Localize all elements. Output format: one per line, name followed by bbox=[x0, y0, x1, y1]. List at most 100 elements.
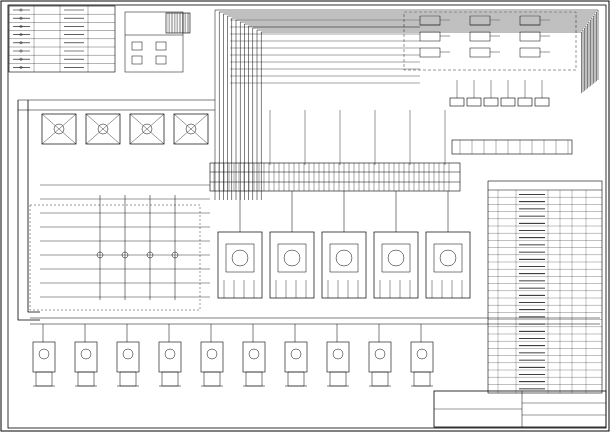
legend-symbol bbox=[19, 66, 23, 69]
pump-base bbox=[371, 371, 389, 387]
terminal-unit bbox=[519, 15, 541, 26]
valve-box bbox=[131, 55, 143, 65]
valve-station-frame bbox=[124, 11, 184, 73]
pipe-run bbox=[223, 13, 596, 200]
terminal-units-group bbox=[403, 11, 577, 155]
pipe-run bbox=[248, 25, 587, 200]
pipe-run bbox=[231, 17, 593, 200]
terminal-unit bbox=[469, 47, 491, 58]
pump-impeller bbox=[164, 348, 176, 360]
pipe-run bbox=[252, 27, 585, 200]
left-return-pipe bbox=[27, 100, 40, 313]
pump-impeller bbox=[374, 348, 386, 360]
chiller-unit bbox=[217, 231, 263, 299]
pump-units bbox=[32, 324, 434, 387]
equipment-table bbox=[487, 180, 603, 394]
ceiling-terminal-unit bbox=[500, 97, 516, 107]
pump-base bbox=[413, 371, 431, 387]
tower-fan bbox=[141, 123, 153, 135]
pump-unit bbox=[326, 341, 350, 373]
pump-base bbox=[245, 371, 263, 387]
air-handling-unit bbox=[451, 139, 573, 155]
pipe-run bbox=[227, 15, 594, 200]
legend-symbol bbox=[19, 49, 23, 53]
pump-impeller bbox=[248, 348, 260, 360]
tower-fan bbox=[185, 123, 197, 135]
chiller-unit bbox=[321, 231, 367, 299]
pump-symbol bbox=[96, 251, 104, 259]
pipe-run bbox=[256, 29, 584, 200]
tower-fill bbox=[41, 113, 77, 145]
legend-symbol bbox=[19, 16, 23, 20]
valve-station bbox=[124, 11, 184, 73]
cooling-tower bbox=[173, 113, 209, 145]
pump-unit bbox=[410, 341, 434, 373]
ceiling-terminal-unit bbox=[466, 97, 482, 107]
tower-fill bbox=[85, 113, 121, 145]
terminal-unit bbox=[419, 31, 441, 42]
terminal-unit bbox=[469, 31, 491, 42]
pump-base bbox=[35, 371, 53, 387]
chiller-evaporator bbox=[387, 249, 405, 267]
tower-fan bbox=[53, 123, 65, 135]
pipe-run bbox=[260, 31, 582, 200]
chiller-compressor bbox=[433, 243, 463, 273]
pump-symbol bbox=[171, 251, 179, 259]
legend-table bbox=[8, 5, 116, 73]
legend-symbol bbox=[19, 41, 23, 45]
cooling-towers bbox=[41, 113, 209, 145]
legend-symbol bbox=[19, 33, 23, 36]
pump-unit bbox=[200, 341, 224, 373]
pump-unit bbox=[368, 341, 392, 373]
pump-impeller bbox=[206, 348, 218, 360]
left-main-pipe bbox=[17, 100, 40, 321]
coil-unit bbox=[165, 12, 191, 34]
chiller-evaporator bbox=[283, 249, 301, 267]
tower-fill bbox=[129, 113, 165, 145]
distribution-headers bbox=[209, 162, 461, 192]
chiller-evaporator bbox=[231, 249, 249, 267]
pipe-run bbox=[214, 9, 599, 200]
terminal-unit bbox=[519, 31, 541, 42]
chiller-unit bbox=[373, 231, 419, 299]
pump-impeller bbox=[122, 348, 134, 360]
title-block bbox=[433, 390, 607, 428]
pump-unit bbox=[32, 341, 56, 373]
pump-impeller bbox=[332, 348, 344, 360]
cooling-tower bbox=[41, 113, 77, 145]
pump-impeller bbox=[38, 348, 50, 360]
pump-unit bbox=[158, 341, 182, 373]
inner-border bbox=[7, 4, 607, 429]
legend-symbol bbox=[19, 8, 23, 12]
pump-symbol bbox=[121, 251, 129, 259]
distribution-header-frame bbox=[209, 162, 461, 192]
pump-unit bbox=[242, 341, 266, 373]
pump-impeller bbox=[290, 348, 302, 360]
pump-unit bbox=[74, 341, 98, 373]
cooling-tower bbox=[85, 113, 121, 145]
legend-frame bbox=[8, 5, 116, 73]
pump-unit bbox=[284, 341, 308, 373]
chiller-compressor bbox=[329, 243, 359, 273]
chiller-unit bbox=[425, 231, 471, 299]
pump-unit bbox=[116, 341, 140, 373]
chiller-evaporator bbox=[335, 249, 353, 267]
pump-symbol bbox=[146, 251, 154, 259]
valve-box bbox=[155, 55, 167, 65]
pump-base bbox=[203, 371, 221, 387]
terminal-unit bbox=[469, 15, 491, 26]
valve-box bbox=[131, 41, 143, 51]
pump-impeller bbox=[80, 348, 92, 360]
chiller-units bbox=[217, 191, 471, 299]
ceiling-terminal-unit bbox=[483, 97, 499, 107]
terminal-unit bbox=[419, 15, 441, 26]
equipment-table-frame bbox=[487, 180, 603, 394]
terminal-unit bbox=[519, 47, 541, 58]
legend-symbol bbox=[19, 57, 23, 61]
ceiling-terminal-unit bbox=[517, 97, 533, 107]
tower-fill bbox=[173, 113, 209, 145]
chiller-evaporator bbox=[439, 249, 457, 267]
